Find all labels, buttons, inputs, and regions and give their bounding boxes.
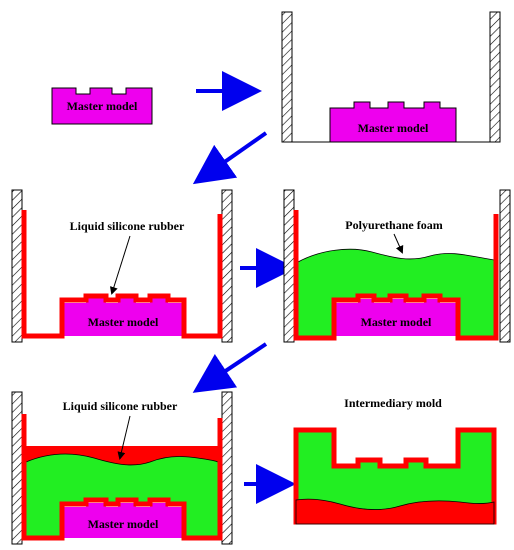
liquid-silicone-rubber-label: Liquid silicone rubber	[63, 399, 178, 413]
master-model-label: Master model	[88, 315, 159, 329]
silicone-base-layer	[295, 498, 495, 525]
step1-master-model: Master model	[51, 87, 153, 125]
silicone-layer	[21, 210, 223, 339]
hatched-wall-icon	[489, 11, 501, 143]
step5-silicone-over-foam: Master model Liquid silicone rubber	[11, 391, 233, 545]
hatched-wall-icon	[11, 189, 23, 343]
silicone-layer	[21, 414, 223, 541]
master-model-shape	[51, 87, 153, 125]
hatched-wall-icon	[221, 391, 233, 545]
hatched-wall-icon	[283, 189, 295, 343]
master-model-shape	[62, 503, 184, 538]
blue-arrow-icon	[192, 342, 268, 393]
step6-intermediary-mold: Intermediary mold	[293, 396, 497, 525]
black-pointer-arrow-icon	[109, 235, 131, 295]
master-model-label: Master model	[67, 99, 138, 113]
hatched-wall-icon	[281, 11, 293, 143]
intermediary-mold-body	[293, 427, 497, 525]
hatched-wall-icon	[499, 189, 511, 343]
master-model-label: Master model	[358, 121, 429, 135]
master-model-shape	[62, 297, 184, 336]
step3-silicone-coating: Master model Liquid silicone rubber	[11, 189, 233, 343]
hatched-wall-icon	[221, 189, 233, 343]
polyurethane-foam-label: Polyurethane foam	[345, 218, 442, 232]
black-pointer-arrow-icon	[117, 415, 131, 460]
step2-container-with-master: Master model	[281, 11, 501, 143]
hatched-wall-icon	[11, 391, 23, 545]
blue-arrow-icon	[192, 131, 268, 185]
master-model-label: Master model	[88, 517, 159, 531]
silicone-layer	[293, 210, 499, 341]
step4-polyurethane-foam: Master model Polyurethane foam	[283, 189, 511, 343]
liquid-silicone-rubber-label: Liquid silicone rubber	[70, 219, 185, 233]
black-pointer-arrow-icon	[393, 233, 404, 254]
master-model-shape	[329, 101, 457, 143]
intermediary-mold-label: Intermediary mold	[344, 396, 442, 410]
master-model-label: Master model	[361, 315, 432, 329]
master-model-shape	[334, 299, 458, 336]
